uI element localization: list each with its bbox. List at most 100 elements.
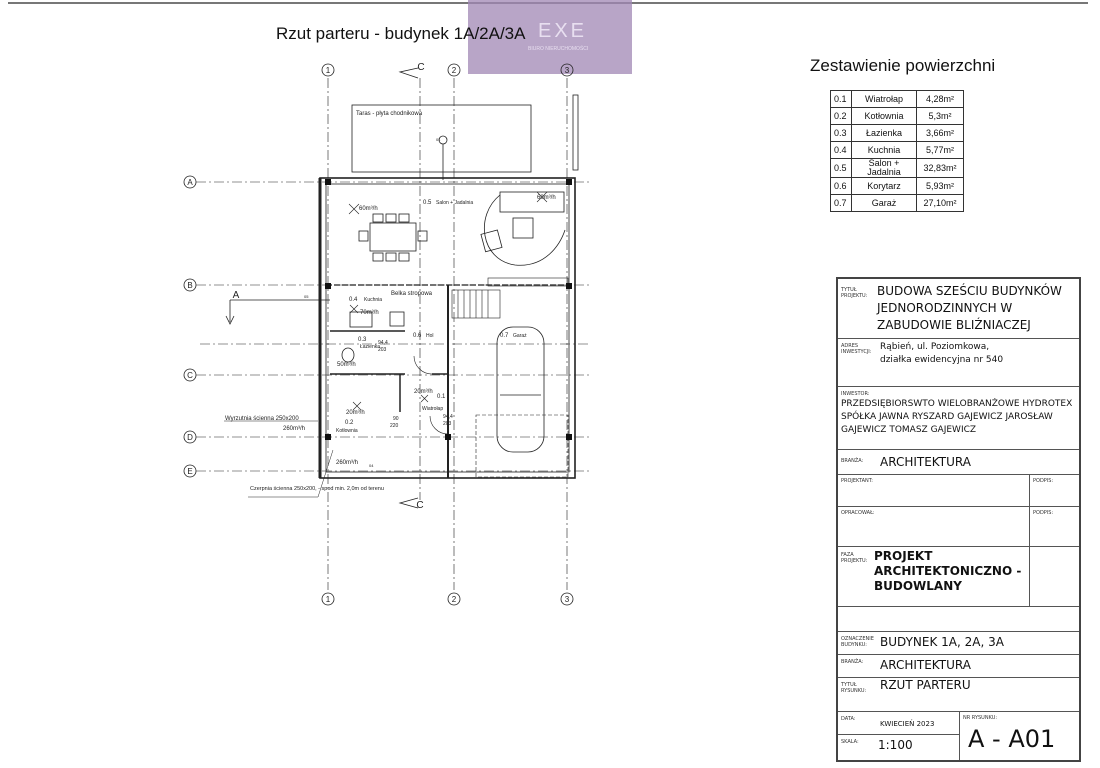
room-0-2-name: Kotłownia xyxy=(336,428,358,434)
scale-value: 1:100 xyxy=(878,738,913,752)
airflow-label: 60m³/h xyxy=(537,195,556,201)
building-row: OZNACZENIE BUDYNKU: BUDYNEK 1A, 2A, 3A xyxy=(838,632,1079,655)
room-0-2-num: 0.2 xyxy=(345,420,354,426)
branch2-row: BRANŻA: ARCHITEKTURA xyxy=(838,655,1079,678)
watermark-text: EXE xyxy=(538,20,588,42)
room-area: 27,10m² xyxy=(916,194,964,212)
date-label: DATA: xyxy=(841,716,856,722)
room-0-4-num: 0.4 xyxy=(349,297,358,303)
designer-label: PROJEKTANT: xyxy=(841,478,873,484)
investor-row: INWESTOR: PRZEDSIĘBIORSWTO WIELOBRANŻOWE… xyxy=(838,387,1079,450)
wall-intake-label: Czerpnia ścienna 250x200, - spod min. 2,… xyxy=(250,486,384,492)
phase-row: FAZA PROJEKTU: PROJEKT ARCHITEKTONICZNO … xyxy=(838,547,1079,607)
door-dim: 94,4 xyxy=(378,340,388,346)
room-0-5-num: 0.5 xyxy=(423,200,432,206)
section-c-label-bottom: C xyxy=(416,500,423,511)
date-row: DATA: KWIECIEŃ 2023 xyxy=(838,712,960,735)
plan-title: Rzut parteru - budynek 1A/2A/3A xyxy=(276,24,526,43)
signature-label: PODPIS: xyxy=(1033,478,1054,484)
blank-row xyxy=(838,607,1079,632)
airflow-label: 20m³/h xyxy=(414,389,433,395)
drawing-title-row: TYTUŁ RYSUNKU: RZUT PARTERU xyxy=(838,678,1079,712)
airflow-label: 50m³/h xyxy=(337,362,356,368)
room-0-3-name: Łazienka xyxy=(360,344,380,350)
branch-value-2: ARCHITEKTURA xyxy=(880,658,971,672)
address-value: Rąbień, ul. Poziomkowa, działka ewidency… xyxy=(880,342,1004,365)
watermark-subtext: BIURO NIERUCHOMOŚCI xyxy=(528,46,589,52)
sofa-set xyxy=(480,191,566,266)
mark-05: 05 xyxy=(304,294,309,299)
room-0-7-name: Garaż xyxy=(513,333,527,339)
investor-value: PRZEDSIĘBIORSWTO WIELOBRANŻOWE HYDROTEX … xyxy=(841,399,1073,435)
phase-value: PROJEKT ARCHITEKTONICZNO - BUDOWLANY xyxy=(874,549,1022,593)
section-c-arrow-bottom xyxy=(398,497,419,509)
car-symbol xyxy=(496,326,545,453)
grid-label-A: A xyxy=(187,178,193,187)
area-table-title: Zestawienie powierzchni xyxy=(810,56,996,75)
room-0-1-name: Wiatrołap xyxy=(422,406,443,412)
watermark-logo: EXE BIURO NIERUCHOMOŚCI xyxy=(468,0,632,74)
room-0-7-num: 0.7 xyxy=(500,333,509,339)
building-value: BUDYNEK 1A, 2A, 3A xyxy=(880,635,1004,649)
divider xyxy=(959,712,960,760)
drawing-title-value: RZUT PARTERU xyxy=(880,678,971,692)
phase-label: FAZA PROJEKTU: xyxy=(841,552,868,564)
terrace xyxy=(351,104,532,173)
terrace-label: Taras - płyta chodnikowa xyxy=(356,111,423,117)
room-0-6-name: Hol xyxy=(426,333,434,339)
building-label: OZNACZENIE BUDYNKU: xyxy=(841,636,874,648)
scale-label: SKALA: xyxy=(841,739,859,745)
project-label: TYTUŁ PROJEKTU: xyxy=(841,287,868,299)
branch-value: ARCHITEKTURA xyxy=(880,455,971,469)
room-0-4-name: Kuchnia xyxy=(364,297,382,303)
mark-01: 01 xyxy=(436,137,441,142)
room-area: 5,3m² xyxy=(916,107,964,125)
room-0-5-name: Salon + Jadalnia xyxy=(436,200,473,206)
branch-row: BRANŻA: ARCHITEKTURA xyxy=(838,450,1079,475)
grid-label-D: D xyxy=(187,433,193,442)
drawing-number: A - A01 xyxy=(968,725,1056,753)
airflow-label: 70m³/h xyxy=(360,310,379,316)
drawing-title-label: TYTUŁ RYSUNKU: xyxy=(841,682,867,694)
door-dim: 220 xyxy=(390,423,399,429)
grid-label-3: 3 xyxy=(565,66,570,75)
address-label: ADRES INWESTYCJI: xyxy=(841,343,872,355)
door-dim: 203 xyxy=(443,421,452,427)
grid-label-1: 1 xyxy=(326,66,331,75)
project-title: BUDOWA SZEŚCIU BUDYNKÓW JEDNORODZINNYCH … xyxy=(877,284,1062,332)
dining-table xyxy=(358,213,428,262)
wall-outlet-label: Wyrzutnia ścienna 250x200 xyxy=(225,416,299,422)
drawing-number-label: NR RYSUNKU: xyxy=(963,715,998,721)
prepared-row: OPRACOWAŁ: PODPIS: xyxy=(838,507,1079,547)
door-dim: 203 xyxy=(378,347,387,353)
door-dim: 94,4 xyxy=(443,414,453,420)
mark-04: 04 xyxy=(369,463,374,468)
room-0-3-num: 0.3 xyxy=(358,337,367,343)
designer-row: PROJEKTANT: PODPIS: xyxy=(838,475,1079,507)
door-dim: 90 xyxy=(393,416,399,422)
room-name: Garaż xyxy=(851,194,917,212)
airflow-label: 20m³/h xyxy=(346,410,365,416)
airflow-label: 260m³/h xyxy=(283,426,305,432)
grid-label-2: 2 xyxy=(452,66,457,75)
section-c-label-top: C xyxy=(417,62,424,73)
grid-label-B: B xyxy=(187,281,192,290)
grid-label-E: E xyxy=(187,467,192,476)
date-value: KWIECIEŃ 2023 xyxy=(880,720,935,728)
grid-label-1-bottom: 1 xyxy=(326,595,331,604)
room-0-6-num: 0.6 xyxy=(413,333,422,339)
investor-label: INWESTOR: xyxy=(841,391,870,397)
address-row: ADRES INWESTYCJI: Rąbień, ul. Poziomkowa… xyxy=(838,339,1079,387)
title-block: TYTUŁ PROJEKTU: BUDOWA SZEŚCIU BUDYNKÓW … xyxy=(836,277,1081,762)
section-c-arrow-top xyxy=(398,67,419,79)
room-0-1-num: 0.1 xyxy=(437,394,446,400)
branch-label: BRANŻA: xyxy=(841,458,864,464)
project-row: TYTUŁ PROJEKTU: BUDOWA SZEŚCIU BUDYNKÓW … xyxy=(838,279,1079,339)
beam-label: Belka stropowa xyxy=(391,291,433,297)
section-a-label: A xyxy=(233,290,240,301)
